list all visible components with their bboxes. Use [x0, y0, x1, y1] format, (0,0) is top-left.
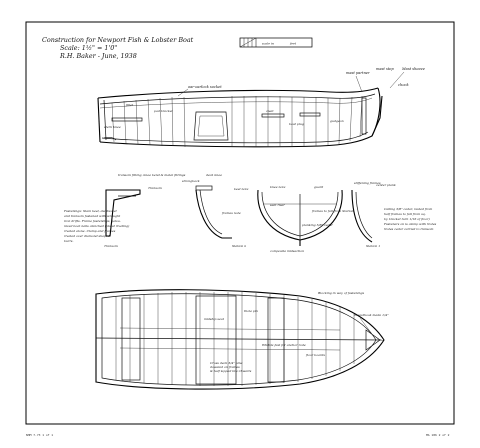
- title-line-3: R.H. Baker - June, 1938: [59, 52, 137, 60]
- note-knee-note: knee note: [270, 185, 286, 189]
- note-strongback: strongback: [182, 179, 200, 183]
- note-mast-sheave: Mast sheave: [401, 67, 425, 71]
- note-seat-riser: seat riser: [270, 203, 285, 207]
- note-gudgeon: gudgeon: [330, 119, 344, 123]
- note-stern-knee: stern knee: [104, 125, 121, 129]
- scale-unit: feet: [289, 42, 297, 46]
- note-composite: composite midsection: [270, 249, 304, 253]
- note-floor-boards: floor boards: [305, 353, 325, 357]
- note-transom: Transom: [148, 186, 162, 190]
- fastenings-line-3: iron drifts. Frame fastenings; galva-: [64, 219, 121, 223]
- fastenings-line-7: burrs.: [64, 239, 74, 243]
- note-transom-knee: transom fitting, knee bend & metal fitti…: [118, 173, 186, 177]
- note-fillet: fillet: [125, 103, 134, 107]
- fastenings-line-6: riveted over diamond shaped: [64, 234, 110, 238]
- note-guard: guard: [314, 185, 323, 189]
- note-planking: planking 5/8" cedar: [302, 223, 333, 227]
- note-station-n: Station n: [232, 244, 246, 248]
- note-cleat: cleat: [266, 109, 274, 113]
- profile-view: oar-oarlock socket mast partner mast ste…: [97, 67, 425, 148]
- note-pad-bracket: pad bracket: [154, 109, 174, 113]
- note-transom-label: Transom: [104, 244, 118, 248]
- note-mast-partner: mast partner: [346, 71, 370, 75]
- note-station-1: Station 1: [366, 244, 380, 248]
- sheet-border: [25, 21, 455, 425]
- note-whittle: Whittle fast for anchor rode: [262, 343, 306, 347]
- right-note-line-1: Ceiling 3/8" cedar, rested from: [384, 207, 432, 211]
- right-note-line-4: Fasteners on is clamp with Notes: [383, 222, 437, 226]
- note-ribbing: Blocking in way of fastenings: [317, 291, 364, 295]
- right-note-line-3: by bracket turn 1/16 of floor): [384, 217, 431, 221]
- note-chock: chock: [398, 83, 409, 87]
- scale-bar: scale in feet: [239, 37, 313, 48]
- note-deck-knee: deck knee: [206, 173, 222, 177]
- fastenings-line-5: riveted alone. Clamp and frames: [64, 229, 116, 233]
- note-mast-step: mast step: [376, 67, 394, 71]
- footer-right: MA 186 2 of 2: [426, 433, 450, 437]
- note-cross-deck: Cross deck 3/4" pine: [210, 361, 243, 365]
- fastenings-note: Fastenings: Stem keel, deadwood and tran…: [63, 209, 130, 243]
- scale-label: scale in: [262, 42, 274, 46]
- right-note-line-2: half frames to fall from sq.: [384, 212, 426, 216]
- ceiling-note: Ceiling 3/8" cedar, rested from half fra…: [383, 207, 437, 231]
- note-cross-deck-3: & half lapped into thwarts: [210, 369, 252, 373]
- note-stiff-frames: stiffening frames: [354, 181, 381, 185]
- title-block: Construction for Newport Fish & Lobster …: [42, 36, 194, 60]
- fastenings-line-2: and transom fastened with wrought: [64, 214, 121, 218]
- plan-view: Blocking in way of fastenings breasthook…: [95, 289, 389, 390]
- note-midship-seat: midship seat: [204, 317, 225, 321]
- note-oar-socket: oar-oarlock socket: [188, 85, 222, 89]
- note-center-plank: center plank: [376, 183, 396, 187]
- note-thole: thole pin: [244, 309, 258, 313]
- note-keel-note: keel note: [234, 187, 249, 191]
- title-line-2: Scale: 1½" = 1'0": [60, 44, 117, 52]
- sections-row: transom fitting, knee bend & metal fitti…: [104, 173, 396, 253]
- note-cross-deck-2: doweled on frames: [210, 365, 240, 369]
- right-note-line-5: Notes cedar carried to transom: [383, 227, 433, 231]
- note-breasthook: breasthook made 1/4": [354, 313, 389, 317]
- fastenings-line-1: Fastenings: Stem keel, deadwood: [63, 209, 117, 213]
- note-boat-plug: boat plug: [289, 122, 304, 126]
- note-frames-note: frames note: [221, 211, 241, 215]
- note-frames-station: frames to fall from Station: [311, 209, 354, 213]
- fastenings-line-4: nized boat nails clenched (about rivetin…: [64, 224, 130, 228]
- title-line-1: Construction for Newport Fish & Lobster …: [42, 36, 194, 44]
- footer-left: NHM 7.73 1 of 1: [26, 433, 53, 437]
